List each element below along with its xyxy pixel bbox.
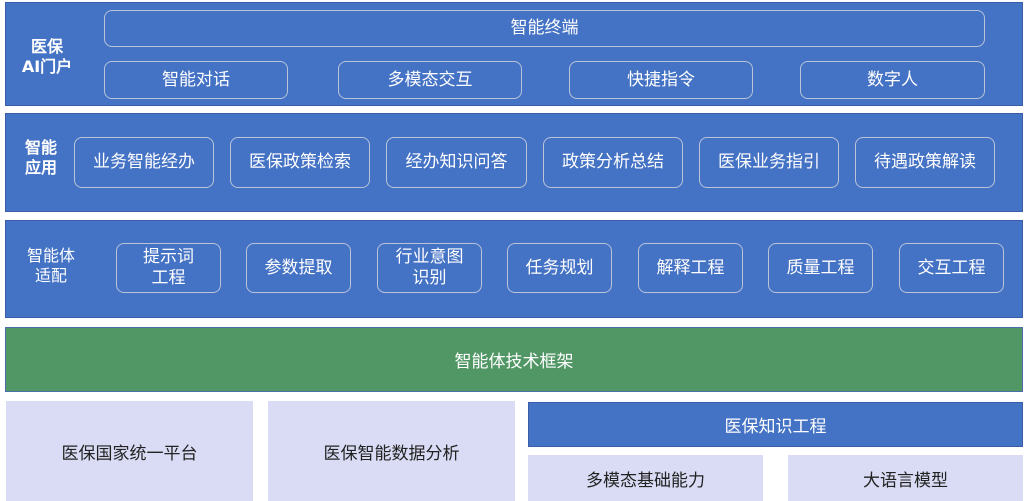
item-label: 智能对话	[162, 69, 230, 90]
framework-label: 智能体技术框架	[454, 352, 574, 372]
item-label: 待遇政策解读	[874, 152, 976, 172]
layer-label-agent-adaptation: 智能体 适配	[18, 246, 84, 286]
item-label: 工程	[151, 268, 186, 288]
label-line: 应用	[24, 158, 57, 177]
label-line: 医保	[30, 37, 63, 56]
adapt-item: 参数提取	[246, 243, 351, 293]
adapt-item: 解释工程	[638, 243, 743, 293]
app-item: 医保政策检索	[230, 137, 370, 188]
portal-item-shortcut: 快捷指令	[569, 61, 753, 99]
box-label: 大语言模型	[863, 470, 948, 491]
item-label: 任务规划	[525, 257, 594, 278]
adapt-item: 行业意图识别	[377, 243, 482, 293]
adapt-item: 提示词工程	[116, 243, 221, 293]
item-label: 参数提取	[264, 257, 333, 278]
portal-item-digital-human: 数字人	[800, 61, 985, 99]
item-label: 提示词	[143, 247, 194, 267]
app-item: 业务智能经办	[74, 137, 214, 188]
knowledge-engineering-box: 医保知识工程	[528, 402, 1023, 447]
portal-item-multimodal: 多模态交互	[338, 61, 522, 99]
box-label: 医保知识工程	[724, 417, 827, 437]
layer-ai-portal	[5, 2, 1023, 106]
item-label: 快捷指令	[627, 69, 695, 90]
app-item: 医保业务指引	[699, 137, 839, 188]
box-label: 医保智能数据分析	[323, 443, 460, 464]
item-label: 经办知识问答	[405, 152, 508, 172]
label-line: 适配	[34, 266, 67, 285]
item-label: 多模态交互	[387, 69, 473, 90]
app-item: 政策分析总结	[543, 137, 683, 188]
smart-terminal-box: 智能终端	[104, 10, 985, 47]
layer-smart-apps	[5, 113, 1023, 212]
item-label: 交互工程	[917, 257, 986, 278]
adapt-item: 任务规划	[507, 243, 612, 293]
label-line: 智能	[24, 138, 57, 157]
item-label: 行业意图	[395, 247, 464, 267]
item-label: 解释工程	[656, 257, 725, 278]
layer-label-smart-apps: 智能 应用	[14, 138, 68, 178]
app-item: 待遇政策解读	[855, 137, 995, 188]
layer-agent-adaptation	[5, 220, 1023, 318]
item-label: 政策分析总结	[562, 152, 664, 172]
adapt-item: 质量工程	[768, 243, 873, 293]
llm-box: 大语言模型	[788, 455, 1023, 501]
item-label: 识别	[412, 268, 447, 288]
item-label: 业务智能经办	[93, 152, 195, 172]
item-label: 医保政策检索	[249, 152, 351, 172]
adapt-item: 交互工程	[899, 243, 1004, 293]
item-label: 数字人	[867, 69, 918, 90]
label-line: AI门户	[21, 57, 73, 76]
agent-framework-layer: 智能体技术框架	[5, 327, 1023, 392]
box-label: 多模态基础能力	[586, 470, 705, 491]
box-label: 医保国家统一平台	[61, 443, 198, 464]
multimodal-capability-box: 多模态基础能力	[528, 455, 763, 501]
item-label: 质量工程	[786, 257, 855, 278]
data-analytics-box: 医保智能数据分析	[268, 401, 515, 501]
smart-terminal-label: 智能终端	[510, 18, 579, 38]
layer-label-ai-portal: 医保 AI门户	[14, 37, 80, 77]
item-label: 医保业务指引	[718, 152, 820, 172]
national-platform-box: 医保国家统一平台	[6, 401, 253, 501]
portal-item-chat: 智能对话	[104, 61, 288, 99]
app-item: 经办知识问答	[386, 137, 527, 188]
label-line: 智能体	[26, 246, 75, 265]
